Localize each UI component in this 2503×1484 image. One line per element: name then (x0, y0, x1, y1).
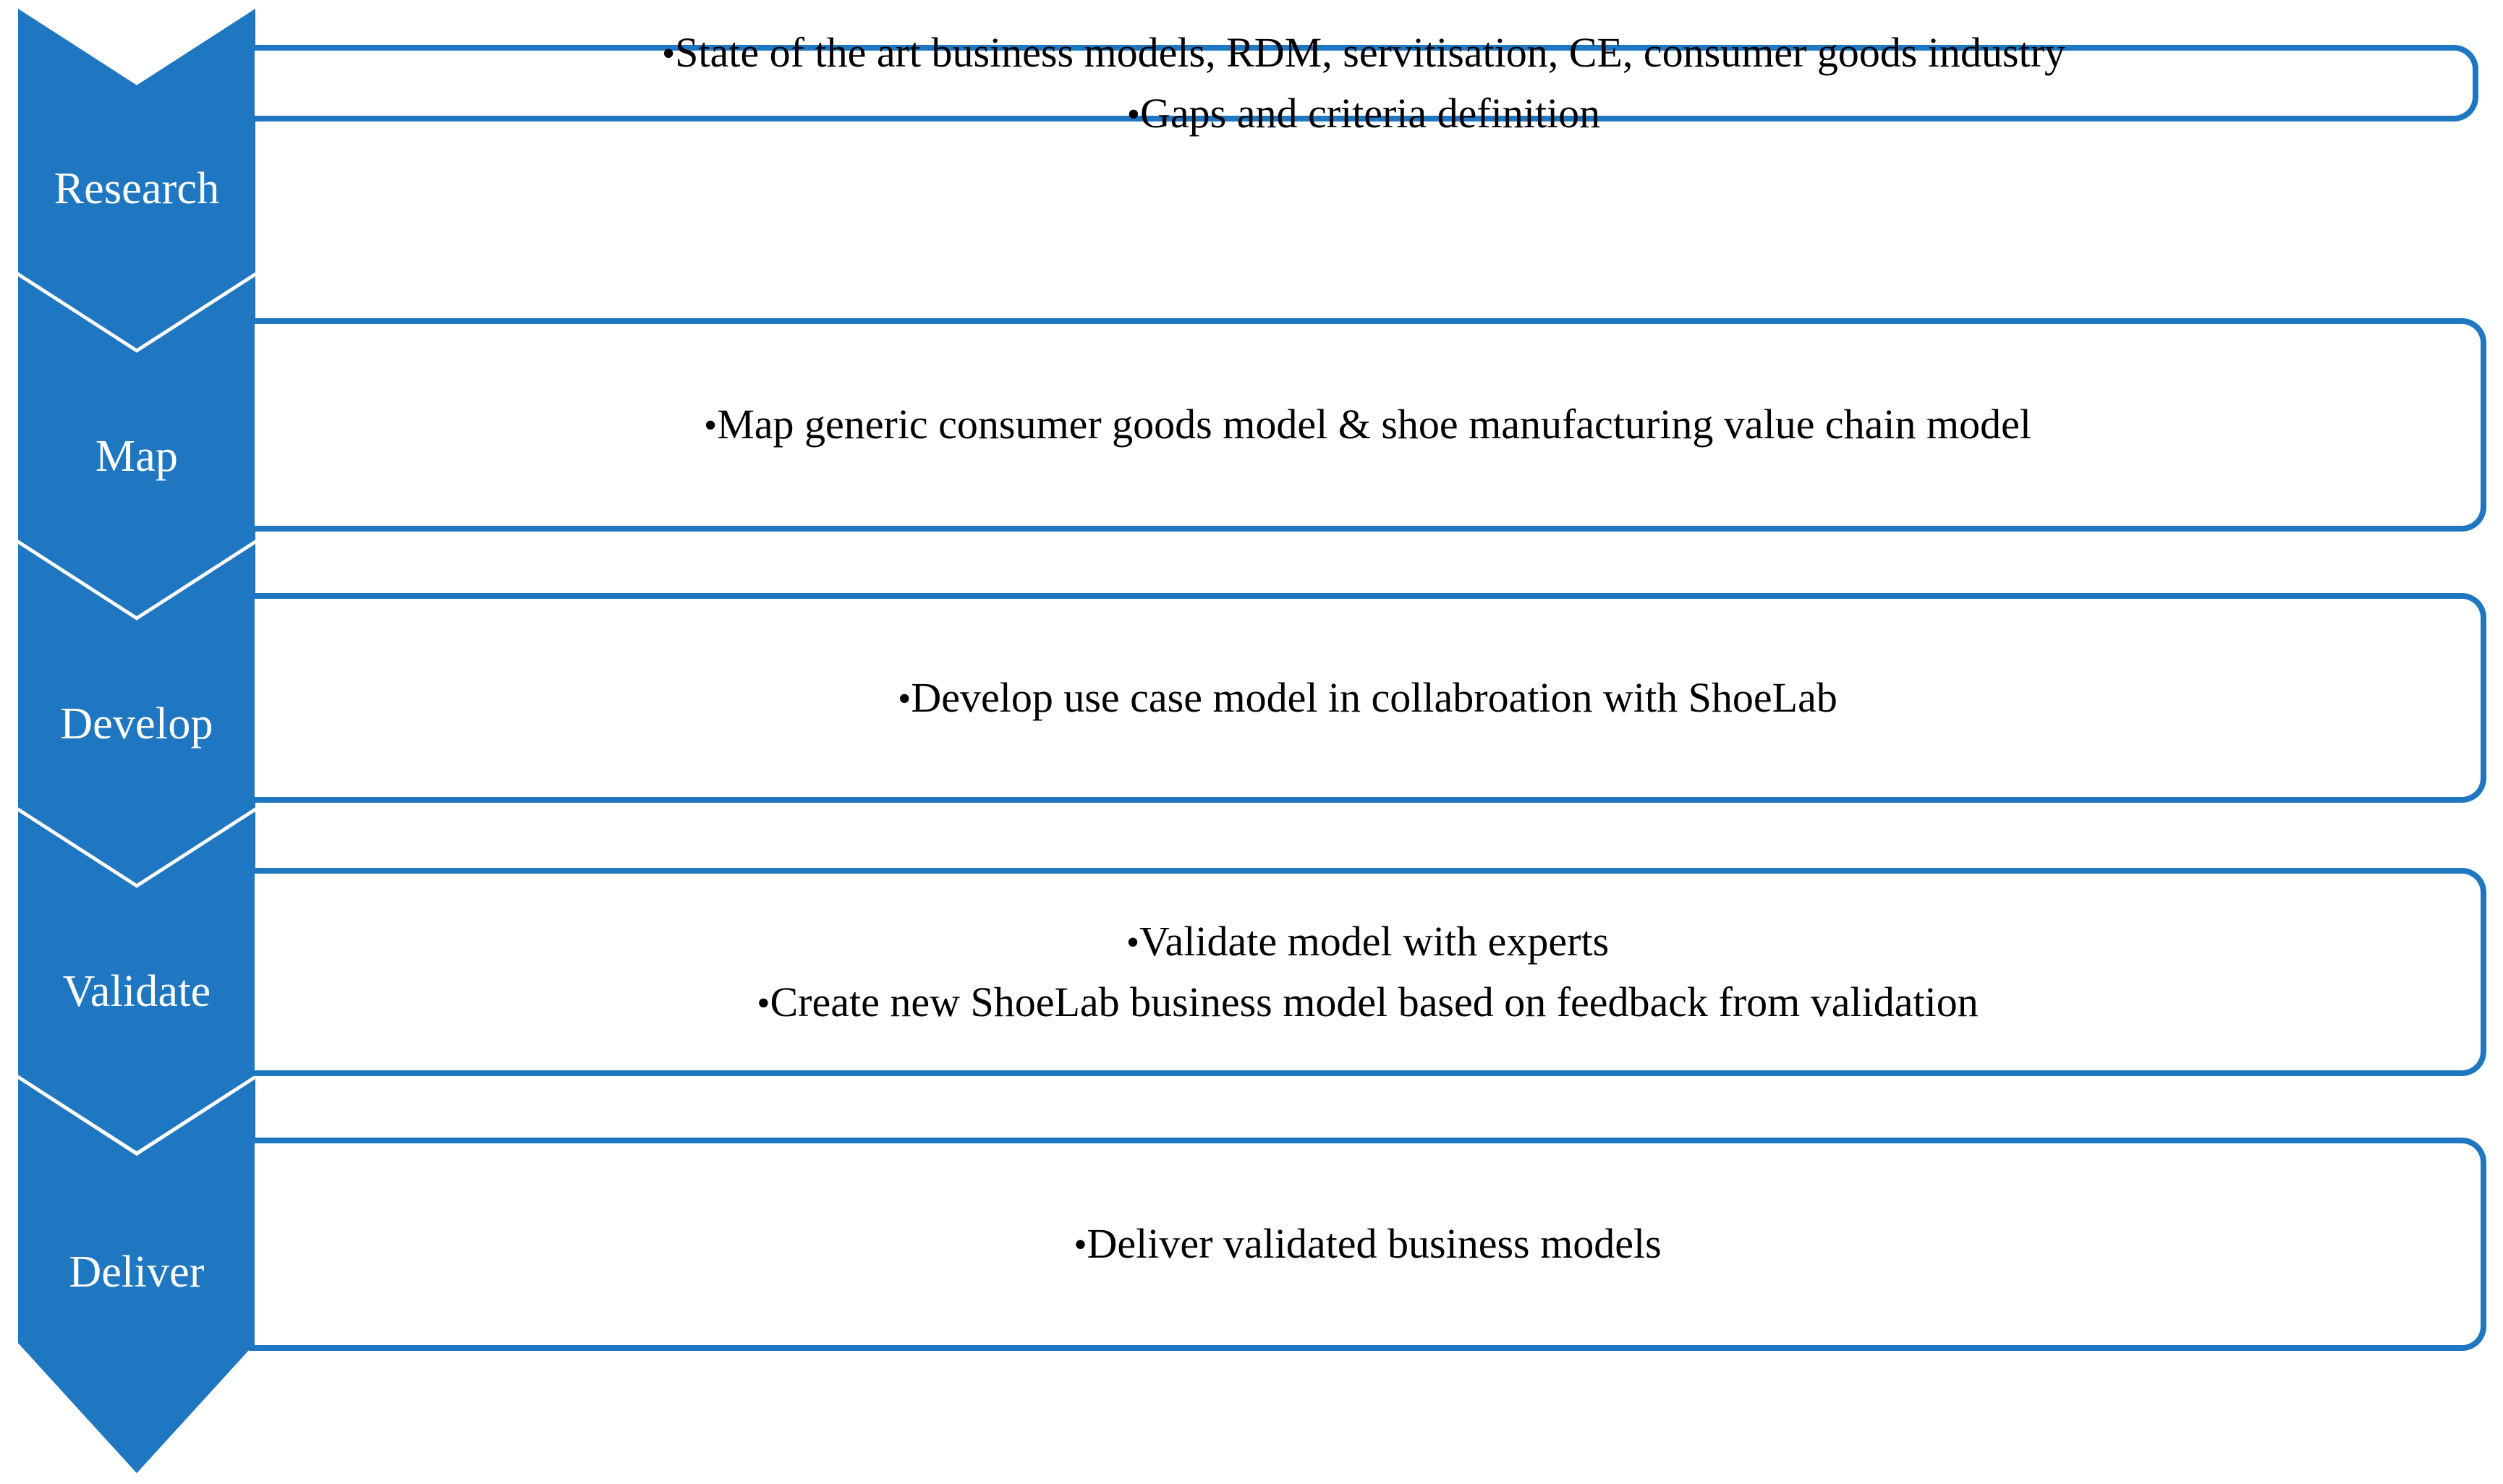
list-item-text: Validate model with experts (1139, 917, 1610, 965)
list-item: •Deliver validated business models (273, 1214, 2462, 1274)
list-item-text: Create new ShoeLab business model based … (770, 978, 1979, 1025)
chevron-stage-develop[interactable]: Develop (18, 544, 255, 884)
chevron-label-research: Research (54, 164, 220, 213)
chevron-label-validate: Validate (62, 967, 211, 1016)
bullet-list-deliver: •Deliver validated business models (273, 1214, 2462, 1274)
detail-box-research[interactable]: •State of the art business models, RDM, … (249, 29, 2478, 137)
list-item: •Develop use case model in collabroation… (273, 668, 2462, 728)
list-item-text: Gaps and criteria definition (1140, 90, 1601, 137)
bullet-list-develop: •Develop use case model in collabroation… (273, 668, 2462, 728)
bullet-icon: • (757, 982, 770, 1024)
bullet-icon: • (898, 678, 911, 720)
list-item-text: State of the art business models, RDM, s… (675, 28, 2066, 76)
detail-box-deliver[interactable]: •Deliver validated business models (249, 1138, 2486, 1351)
list-item: •Validate model with experts (273, 911, 2462, 972)
chevron-label-develop: Develop (60, 699, 213, 749)
chevron-label-map: Map (95, 432, 179, 481)
list-item-text: Develop use case model in collabroation … (911, 673, 1837, 721)
list-item: •Map generic consumer goods model & shoe… (273, 394, 2462, 455)
bullet-list-map: •Map generic consumer goods model & shoe… (273, 394, 2462, 455)
list-item: •Gaps and criteria definition (273, 83, 2454, 144)
bullet-icon: • (1074, 1224, 1087, 1266)
detail-box-develop[interactable]: •Develop use case model in collabroation… (249, 593, 2486, 803)
bullet-icon: • (1126, 921, 1140, 963)
detail-box-validate[interactable]: •Validate model with experts •Create new… (249, 868, 2486, 1076)
bullet-icon: • (703, 405, 718, 447)
chevron-column: Research Map Develop Validate Deliver (0, 0, 275, 1484)
bullet-list-research: •State of the art business models, RDM, … (273, 22, 2454, 144)
bullet-list-validate: •Validate model with experts •Create new… (273, 911, 2462, 1033)
list-item-text: Map generic consumer goods model & shoe … (717, 401, 2032, 448)
list-item: •State of the art business models, RDM, … (273, 22, 2454, 83)
bullet-icon: • (661, 33, 676, 74)
list-item: •Create new ShoeLab business model based… (273, 972, 2462, 1033)
chevron-label-deliver: Deliver (69, 1247, 205, 1297)
detail-box-map[interactable]: •Map generic consumer goods model & shoe… (249, 318, 2486, 532)
list-item-text: Deliver validated business models (1087, 1220, 1662, 1268)
chevron-stage-research[interactable]: Research (18, 9, 255, 349)
bullet-icon: • (1126, 93, 1141, 135)
